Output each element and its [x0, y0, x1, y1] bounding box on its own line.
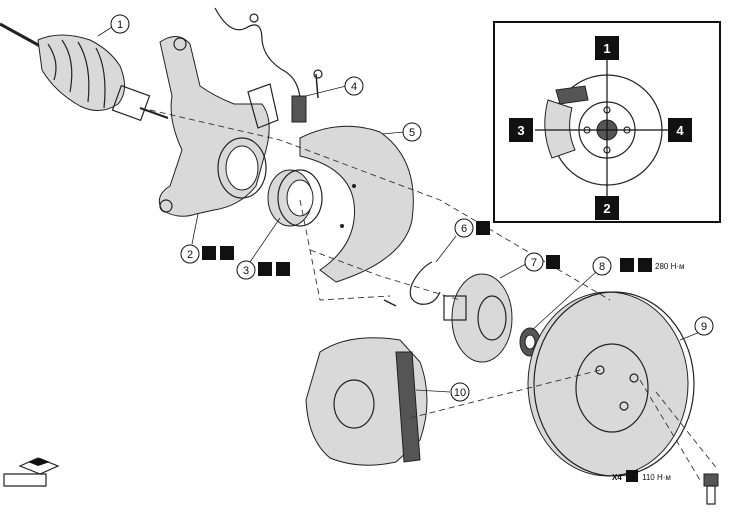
svg-text:4: 4 [676, 123, 684, 138]
brake-caliper [305, 337, 428, 466]
torque-wrench-icon [638, 258, 652, 272]
wheel-bearing [267, 169, 323, 227]
svg-text:X4: X4 [612, 473, 622, 482]
svg-text:10: 10 [454, 387, 466, 399]
callout-9: 9 [679, 316, 714, 341]
callout-2: 2 [180, 213, 234, 264]
svg-text:6: 6 [461, 223, 467, 235]
callout-7: 7 [499, 252, 560, 279]
svg-text:7: 7 [531, 257, 537, 269]
oil-can-icon [202, 246, 216, 260]
svg-text:2: 2 [603, 201, 610, 216]
oil-can-icon [276, 262, 290, 276]
inset-marker-1: 1 [595, 36, 619, 60]
svg-text:9: 9 [701, 321, 707, 333]
svg-text:3: 3 [243, 265, 249, 277]
svg-text:4: 4 [351, 81, 357, 93]
callout-10: 10 [415, 382, 470, 402]
svg-text:110 Н·м: 110 Н·м [642, 473, 671, 482]
assembly-lines [149, 109, 719, 481]
abs-sensor [214, 7, 323, 123]
svg-text:5: 5 [409, 127, 415, 139]
caliper-bolt-torque-label: X4 110 Н·м [612, 470, 671, 482]
x-box-icon [476, 221, 490, 235]
torque-wrench-icon [220, 246, 234, 260]
svg-text:8: 8 [599, 261, 605, 273]
svg-text:3: 3 [517, 123, 524, 138]
inset-marker-3: 3 [509, 118, 533, 142]
callout-1: 1 [97, 14, 130, 37]
callout-8: 8 280 Н·м [531, 256, 685, 331]
callout-5: 5 [381, 122, 422, 142]
circlip [409, 261, 441, 305]
callout-4: 4 [305, 76, 364, 97]
inset-brake-drawing [535, 58, 670, 198]
steering-knuckle [158, 36, 279, 217]
splash-shield [299, 125, 414, 307]
hub-nut-torque: 280 Н·м [655, 262, 685, 271]
svg-text:2: 2 [187, 249, 193, 261]
svg-text:1: 1 [603, 41, 610, 56]
tighten-arrow-icon [626, 470, 638, 482]
orientation-icon [3, 457, 60, 487]
inset-marker-2: 2 [595, 196, 619, 220]
callout-3: 3 [236, 217, 290, 280]
drive-shaft-cv-joint [0, 22, 169, 122]
wheel-hub [443, 273, 513, 363]
caliper-bolt [703, 473, 719, 505]
inset-marker-4: 4 [668, 118, 692, 142]
svg-text:1: 1 [117, 19, 123, 31]
callout-6: 6 [435, 218, 490, 263]
inset-panel: 1 2 3 4 [493, 21, 721, 223]
oil-can-icon [546, 255, 560, 269]
x-box-icon [620, 258, 634, 272]
brake-disc [527, 291, 695, 477]
x-box-icon [258, 262, 272, 276]
